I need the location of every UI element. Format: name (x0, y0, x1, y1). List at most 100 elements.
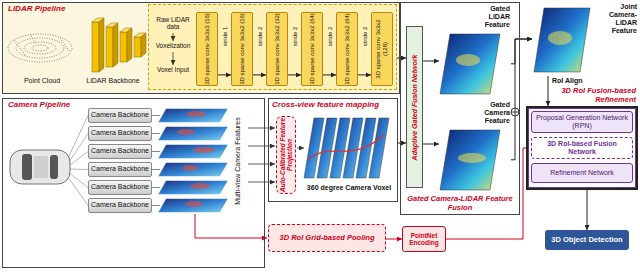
point-cloud (24, 42, 56, 54)
camera-feature-map (158, 163, 228, 177)
feature-highlight (182, 165, 198, 171)
connector (358, 74, 371, 75)
region-fill (2, 2, 400, 94)
feature-highlight (458, 153, 486, 163)
figure-label: stride 2 (291, 26, 298, 46)
rotated-text-frame: Auto-Calibrated Feature Projection (277, 117, 295, 193)
feature-highlight (190, 183, 210, 189)
feature-highlight (185, 201, 203, 207)
pipeline-region: Camera PipelineCamera BackboneCamera Bac… (2, 98, 265, 268)
camera-backbone: Camera Backbone (88, 126, 152, 141)
connector (253, 74, 266, 75)
label-frame: stride 1 (219, 16, 230, 56)
node-text: Cross-view feature mapping (272, 100, 396, 109)
camera-voxel (304, 118, 389, 178)
camera-feature-map (158, 109, 228, 123)
vehicle-figure (22, 154, 32, 180)
label-frame: stride 2 (289, 16, 300, 56)
rotated-text-frame: 3D sparse conv 3x3x2 (128) (372, 13, 392, 85)
feature-map: Gated Camera Feature (439, 100, 511, 192)
flow-arrow (173, 33, 174, 41)
rotated-text-frame: stride 2 (254, 16, 265, 56)
pooling-link (195, 214, 267, 238)
encoder-box: PointNet Encoding (402, 226, 446, 252)
process-box: Proposal Generation Network (RPN) (531, 111, 633, 133)
node-text: Gated Camera Feature (474, 101, 510, 125)
camera-backbone: Camera Backbone (88, 108, 152, 123)
camera-backbone: Camera Backbone (88, 180, 152, 195)
output-box: 3D Object Detection (545, 230, 629, 250)
node-text: LiDAR Pipeline (8, 4, 128, 13)
label-frame: stride 2 (254, 16, 265, 56)
node-text: Joint Camera-LiDAR Feature (593, 3, 637, 35)
figure-label: stride 2 (326, 26, 333, 46)
camera-backbone: Camera Backbone (88, 198, 152, 213)
camera-voxel (369, 118, 389, 178)
connector (446, 148, 531, 239)
node-text: 3D RoI Fusion-based Refinement (550, 87, 636, 104)
connector (587, 190, 588, 230)
rotated-text-frame: Adaptive Gated Fusion Network (407, 27, 422, 187)
sum-symbol (515, 108, 516, 116)
node-text: 360 degree Camera Voxel (302, 184, 396, 192)
figure-label: stride 2 (256, 26, 263, 46)
sparse-conv-block: 3D sparse conv 3x3x2 (128) (371, 12, 393, 86)
region-fill (148, 4, 397, 90)
gated-feature-map (440, 130, 500, 190)
flow-arrow (173, 52, 174, 65)
backbone-link (152, 133, 160, 134)
node-text: Gated LiDAR Feature (474, 5, 510, 29)
vehicle-figure (50, 155, 58, 179)
sparse-conv-block: 3D sparse conv 3x3x2 (32) (266, 12, 288, 86)
camera-feature-map (158, 145, 228, 159)
sum-symbol (511, 108, 519, 116)
backbone-figure (92, 18, 146, 72)
node-text: Adaptive Gated Fusion Network (410, 54, 418, 160)
point-cloud (32, 45, 48, 51)
camera-ray (68, 116, 88, 206)
node-text: Camera Backbone (91, 111, 149, 119)
connector (548, 76, 549, 106)
camera-feature-map (158, 109, 228, 213)
sparse-conv-block: 3D sparse conv 3x3x2 (64) (336, 12, 358, 86)
node-text: Voxelization (151, 42, 195, 49)
rotated-text-frame: stride 2 (324, 16, 335, 56)
camera-voxel (308, 135, 384, 160)
gated-feature-map (440, 34, 500, 94)
backbone-figure (106, 27, 113, 67)
figure-label: stride 1 (221, 26, 228, 46)
node-text: 3D sparse conv 3x3x2 (64) (344, 13, 351, 85)
process-box: 3D RoI-based Fusion Network (531, 137, 633, 159)
connector (288, 74, 301, 75)
rotated-text-frame: 3D sparse conv 3x3x2 (64) (302, 13, 322, 85)
sparse-conv-block: 3D sparse conv 3x3x2 (64) (301, 12, 323, 86)
node-text: Proposal Generation Network (RPN) (533, 114, 631, 130)
vehicle-figure (10, 150, 70, 184)
point-cloud (8, 34, 72, 62)
projection-arrow (248, 182, 275, 183)
camera-feature-map (158, 127, 228, 141)
feature-highlight (186, 111, 206, 117)
rotated-text-frame: stride 1 (219, 16, 230, 56)
rotated-text-frame: stride 2 (289, 16, 300, 56)
point-cloud (14, 34, 70, 56)
figure-label: Point Cloud (6, 77, 78, 85)
pipeline-region: LiDAR PipelineRaw LiDAR dataVoxelization… (2, 2, 400, 94)
camera-ray (68, 177, 88, 206)
vehicle-figure (10, 150, 70, 184)
backbone-figure (141, 33, 146, 57)
node-text: Camera Backbone (91, 183, 149, 191)
node-text: Camera Backbone (91, 147, 149, 155)
label-frame: Multi-view Camera Features (231, 108, 245, 214)
node-text: PointNet Encoding (404, 232, 444, 247)
camera-feature-map (158, 199, 228, 213)
connector (397, 58, 406, 59)
label-frame: stride 2 (324, 16, 335, 56)
projection-arrow (248, 146, 275, 147)
feature-highlight (456, 54, 480, 66)
node-text: Raw LiDAR data (151, 16, 195, 31)
backbone-link (152, 115, 160, 116)
camera-ray (70, 169, 88, 171)
gated-feature-map (534, 8, 590, 72)
node-text: Gated Camera-LiDAR Feature Fusion (404, 195, 516, 212)
